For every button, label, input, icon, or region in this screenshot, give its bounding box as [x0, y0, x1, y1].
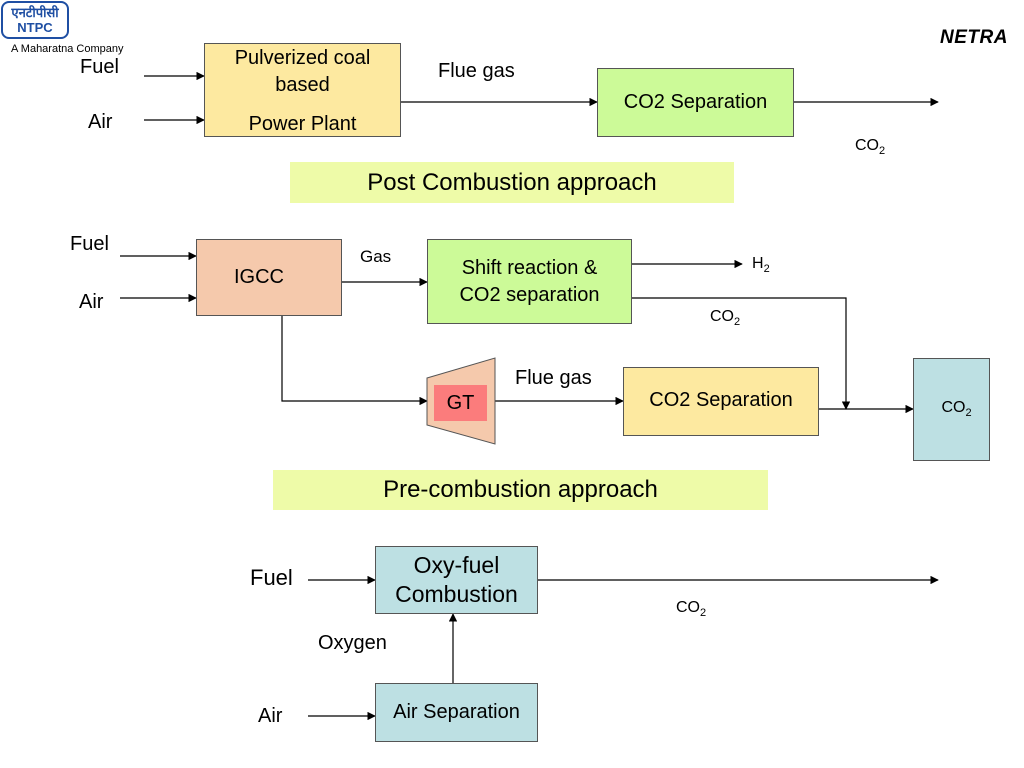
power-plant-line-1: Pulverized coal [234, 47, 371, 69]
pre-flue-gas-label: Flue gas [515, 367, 592, 389]
pre-combustion-banner: Pre-combustion approach [273, 470, 768, 510]
oxy-fuel-combustion-box: Oxy-fuel Combustion [375, 546, 538, 614]
oxy-combustion-line-2: Combustion [395, 581, 518, 607]
oxy-fuel-label: Fuel [250, 565, 293, 590]
co2-storage-box: CO2 [913, 358, 990, 461]
gt-label: GT [446, 391, 475, 414]
pre-fuel-label: Fuel [70, 233, 109, 255]
post-co2-separation-box: CO2 Separation [597, 68, 794, 137]
power-plant-line-3: Power Plant [248, 113, 357, 135]
pre-co2-separation-box: CO2 Separation [623, 367, 819, 436]
air-separation-label: Air Separation [393, 701, 520, 723]
pre-co2-mid-label: CO2 [710, 308, 741, 329]
co2-storage-label: CO2 [941, 399, 972, 420]
post-combustion-banner: Post Combustion approach [290, 162, 734, 203]
shift-reaction-line-1: Shift reaction & [461, 256, 598, 279]
tagline: A Maharatna Company [11, 43, 124, 55]
ntpc-logo: एनटीपीसी NTPC [1, 1, 69, 39]
shift-reaction-line-2: CO2 separation [459, 283, 600, 306]
oxygen-label: Oxygen [318, 632, 387, 654]
post-flue-gas-label: Flue gas [438, 60, 515, 82]
pre-gas-label: Gas [360, 247, 392, 266]
pre-co2-separation-label: CO2 Separation [649, 389, 793, 411]
pre-co2-line [632, 297, 851, 410]
logo-english-text: NTPC [17, 20, 53, 35]
h2-output-label: H2 [752, 255, 770, 276]
pre-igcc-to-gt [281, 316, 428, 406]
post-air-label: Air [88, 111, 113, 133]
logo-hindi-text: एनटीपीसी [11, 5, 59, 20]
brand-logo: NETRA [940, 27, 1008, 48]
oxy-co2-output-label: CO2 [676, 599, 707, 620]
shift-reaction-box: Shift reaction & CO2 separation [427, 239, 632, 324]
post-co2-separation-label: CO2 Separation [623, 91, 768, 113]
power-plant-line-2: based [275, 74, 330, 96]
post-co2-output-label: CO2 [855, 137, 886, 158]
gt-label-box: GT [434, 385, 487, 421]
oxy-combustion-line-1: Oxy-fuel [413, 552, 500, 578]
oxy-air-label: Air [258, 705, 283, 727]
igcc-box: IGCC [196, 239, 342, 316]
power-plant-box: Pulverized coal based Power Plant [204, 43, 401, 137]
post-fuel-label: Fuel [80, 56, 119, 78]
igcc-label: IGCC [234, 266, 284, 288]
pre-air-label: Air [79, 291, 104, 313]
air-separation-box: Air Separation [375, 683, 538, 742]
